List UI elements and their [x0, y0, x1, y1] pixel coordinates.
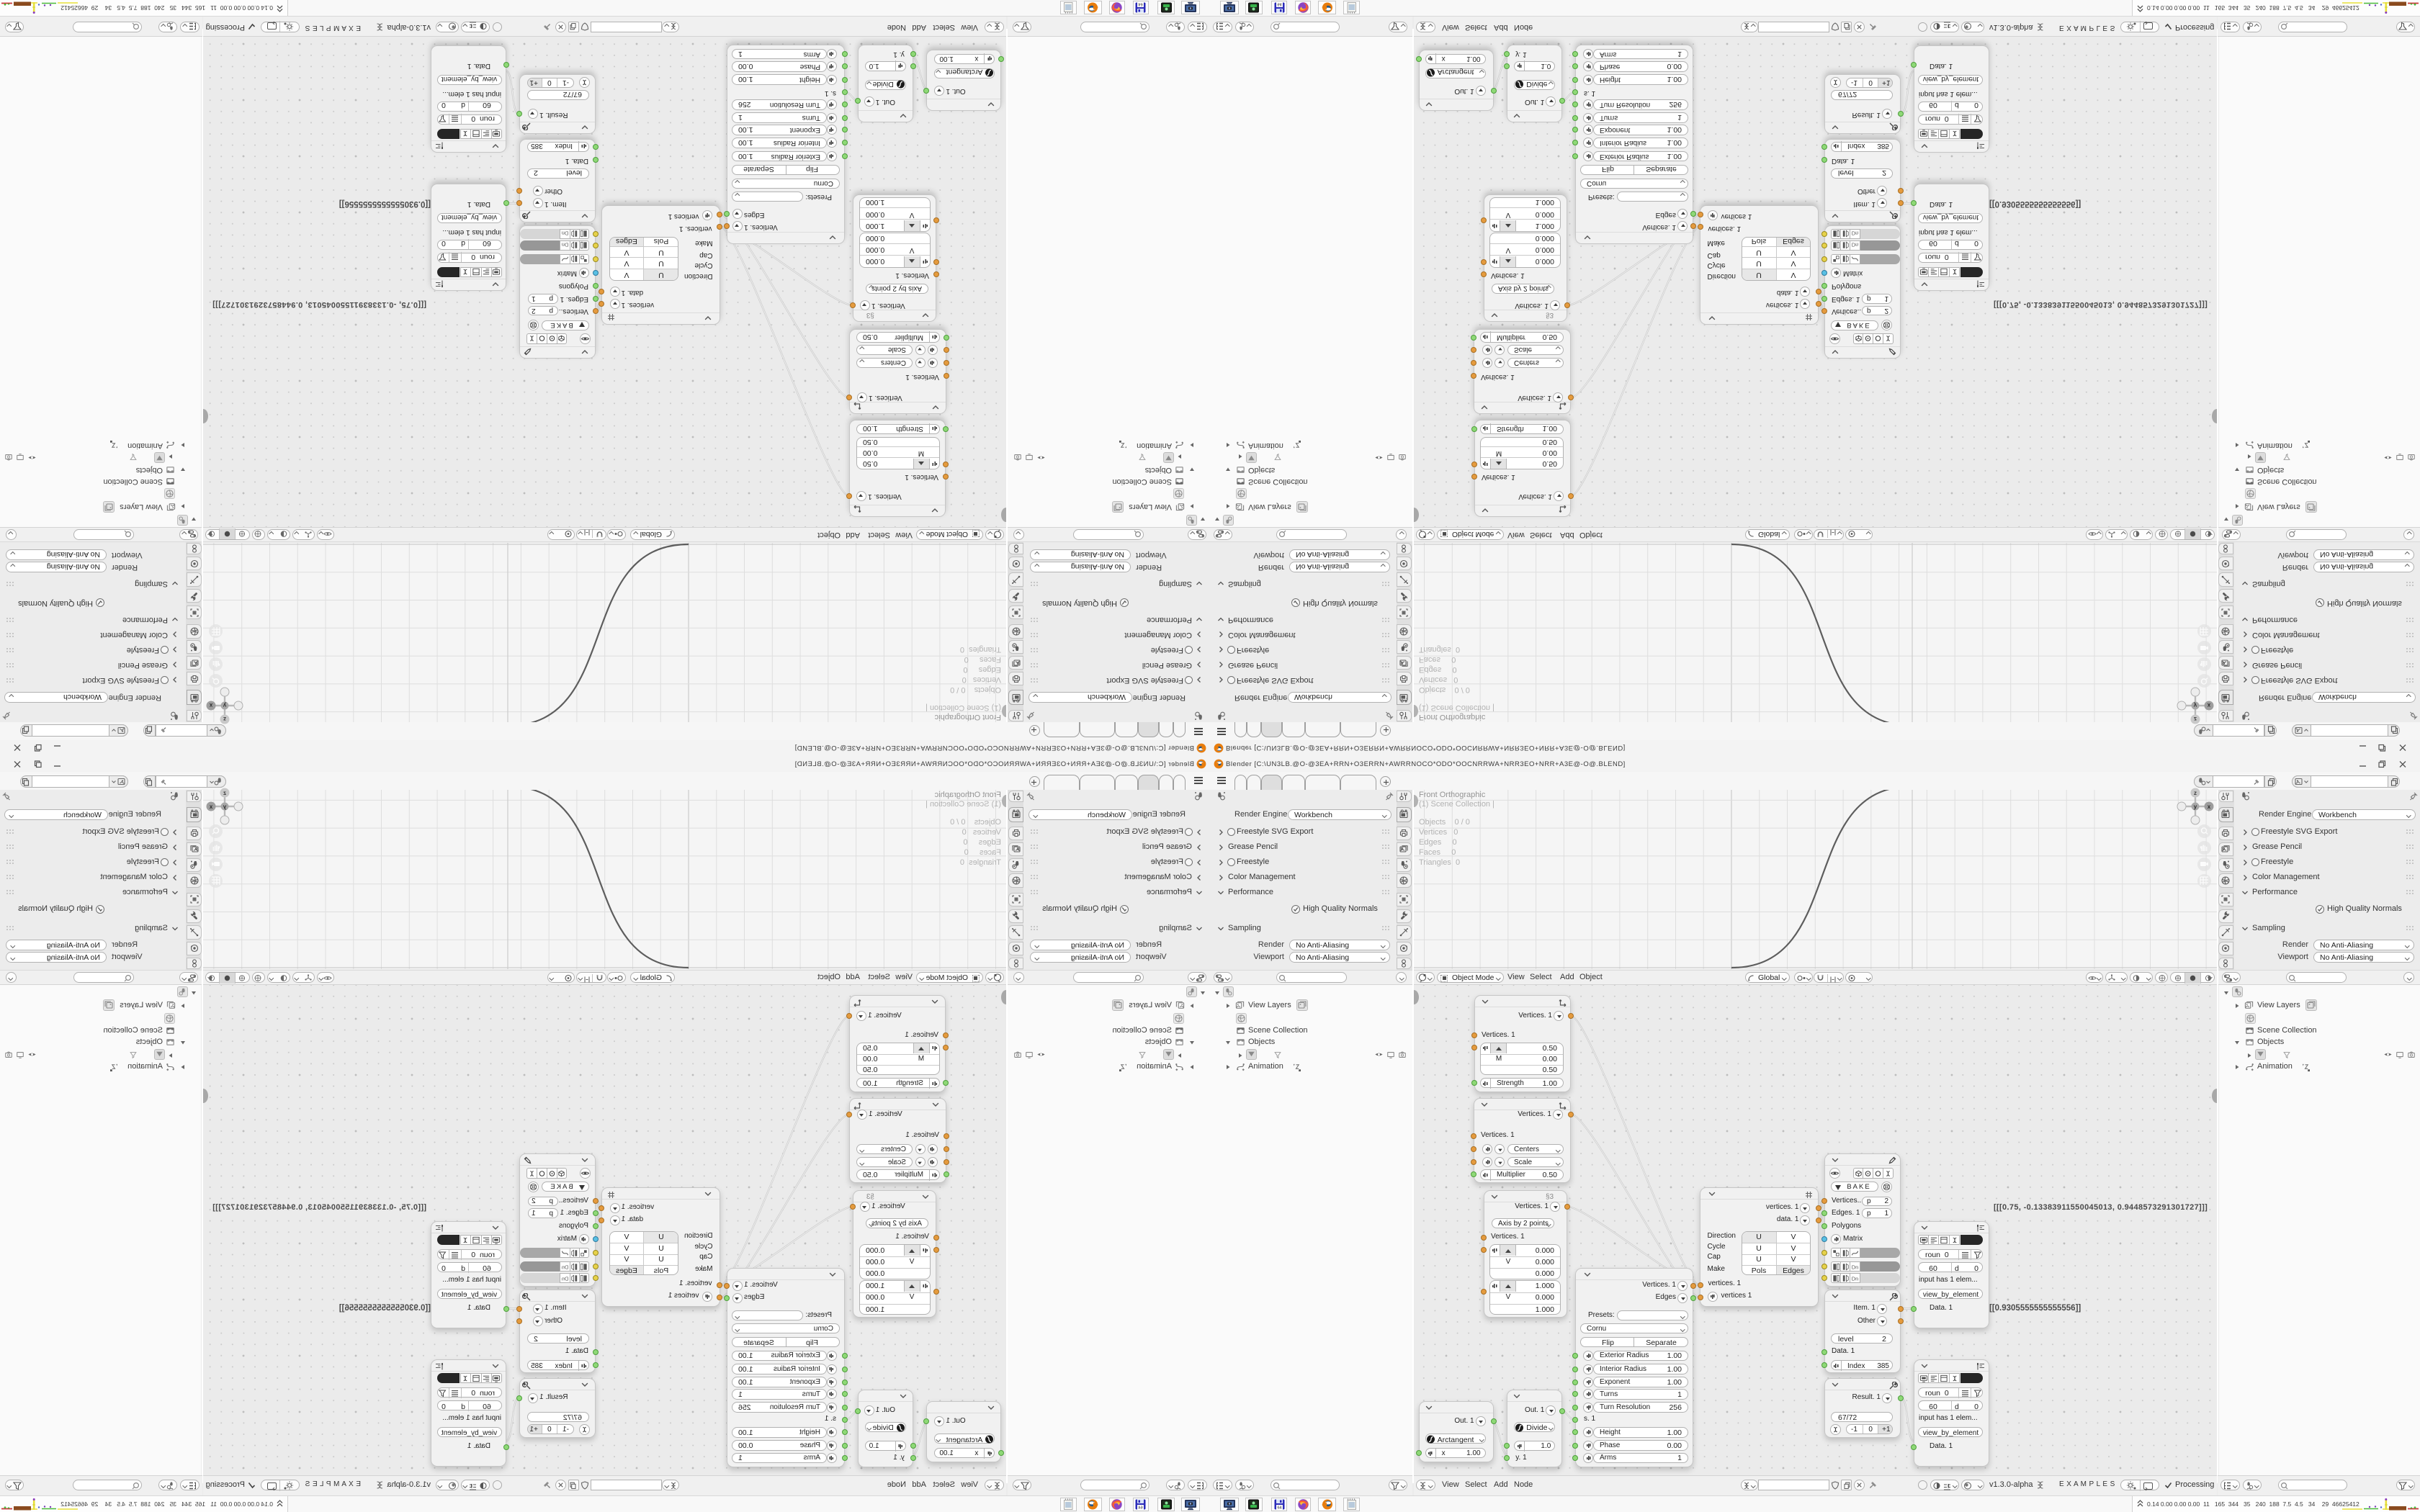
svg-text:z: z	[223, 716, 226, 722]
svg-text:x: x	[209, 702, 212, 708]
svg-text:z: z	[223, 790, 226, 796]
svg-text:Dn: Dn	[1852, 242, 1858, 248]
svg-text:z: z	[2194, 716, 2197, 722]
svg-text:y: y	[2194, 804, 2197, 810]
svg-text:Dn: Dn	[562, 230, 568, 237]
svg-text:Dn: Dn	[562, 1275, 568, 1282]
svg-text:Dn: Dn	[562, 1264, 568, 1270]
svg-text:64: 64	[1138, 1506, 1142, 1511]
svg-text:Dn: Dn	[1852, 1275, 1858, 1282]
svg-text:64: 64	[1277, 2, 1281, 6]
svg-text:Dn: Dn	[562, 242, 568, 248]
svg-text:64: 64	[1138, 2, 1142, 6]
svg-text:Dn: Dn	[1852, 1264, 1858, 1270]
svg-text:x: x	[2208, 804, 2211, 810]
svg-text:x: x	[2208, 702, 2211, 708]
svg-text:y: y	[223, 804, 226, 810]
svg-text:y: y	[2194, 702, 2197, 708]
svg-text:Dn: Dn	[1852, 230, 1858, 237]
svg-text:64: 64	[1277, 1506, 1281, 1511]
svg-text:y: y	[223, 702, 226, 708]
svg-text:x: x	[209, 804, 212, 810]
svg-text:z: z	[2194, 790, 2197, 796]
